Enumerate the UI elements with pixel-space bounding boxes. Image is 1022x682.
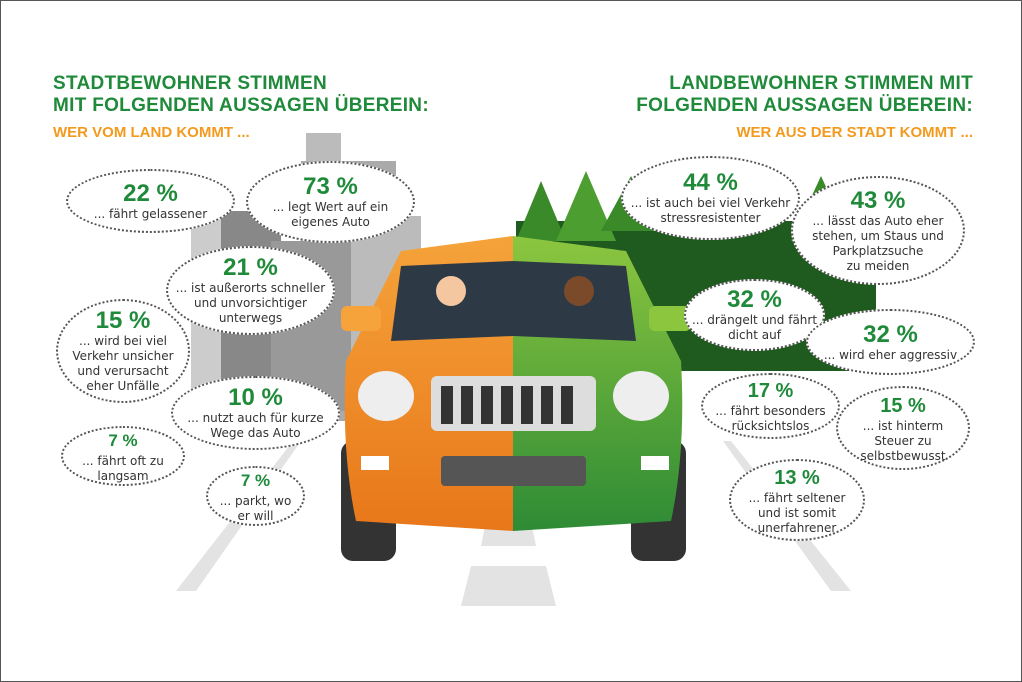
statement-text: ... nutzt auch für kurze Wege das Auto [187, 411, 324, 440]
statement-text: ... fährt oft zu langsam [82, 454, 164, 483]
right-title: LANDBEWOHNER STIMMEN MIT FOLGENDEN AUSSA… [636, 73, 973, 116]
percent: 7 % [240, 471, 271, 490]
statement-text: ... ist auch bei viel Verkehr stressresi… [630, 196, 791, 225]
percent: 15 % [880, 394, 926, 417]
statement-text: ... ist außerorts schneller und unvorsic… [175, 281, 326, 325]
statement-bubble: 22 %... fährt gelassener [66, 169, 235, 233]
statement-text: ... fährt besonders rücksichtslos [715, 404, 826, 433]
statement-bubble: 17 %... fährt besonders rücksichtslos [701, 373, 840, 439]
percent: 13 % [774, 466, 820, 489]
statement-bubble: 21 %... ist außerorts schneller und unvo… [166, 246, 335, 335]
percent: 32 % [727, 286, 782, 313]
car [341, 236, 691, 561]
statement-text: ... ist hinterm Steuer zu selbstbewusst [860, 418, 946, 463]
percent: 21 % [223, 254, 278, 281]
percent: 22 % [123, 179, 178, 207]
left-title: STADTBEWOHNER STIMMEN MIT FOLGENDEN AUSS… [53, 73, 429, 116]
percent: 32 % [863, 320, 918, 348]
left-subtitle: WER VOM LAND KOMMT ... [53, 124, 250, 141]
percent: 43 % [850, 186, 906, 214]
statement-text: ... legt Wert auf ein eigenes Auto [272, 200, 389, 229]
statement-bubble: 43 %... lässt das Auto eher stehen, um S… [791, 176, 965, 285]
statement-text: ... parkt, wo er will [219, 494, 292, 523]
statement-bubble: 13 %... fährt seltener und ist somit une… [729, 459, 865, 541]
statement-text: ... fährt gelassener [93, 206, 208, 221]
statement-text: ... lässt das Auto eher stehen, um Staus… [812, 213, 944, 273]
statement-text: ... wird eher aggressiv [823, 347, 958, 362]
statement-bubble: 32 %... drängelt und fährt dicht auf [684, 279, 825, 351]
statement-bubble: 15 %... wird bei viel Verkehr unsicher u… [56, 299, 190, 403]
percent: 15 % [95, 307, 151, 334]
statement-bubble: 73 %... legt Wert auf ein eigenes Auto [246, 161, 415, 243]
statement-bubble: 7 % ... parkt, wo er will [206, 466, 305, 526]
statement-bubble: 7 % ... fährt oft zu langsam [61, 426, 185, 486]
percent: 17 % [747, 380, 794, 402]
percent: 7 % [108, 431, 138, 450]
right-subtitle: WER AUS DER STADT KOMMT ... [736, 124, 973, 141]
percent: 73 % [303, 173, 358, 200]
statement-text: ... drängelt und fährt dicht auf [691, 313, 818, 342]
percent: 10 % [228, 384, 283, 411]
statement-bubble: 10 %... nutzt auch für kurze Wege das Au… [171, 376, 340, 450]
statement-bubble: 15 %... ist hinterm Steuer zu selbstbewu… [836, 386, 970, 470]
statement-bubble: 32 %... wird eher aggressiv [806, 309, 975, 375]
statement-text: ... wird bei viel Verkehr unsicher und v… [72, 334, 174, 393]
percent: 44 % [683, 169, 738, 196]
statement-text: ... fährt seltener und ist somit unerfah… [748, 490, 846, 535]
statement-bubble: 44 %... ist auch bei viel Verkehr stress… [621, 156, 800, 240]
